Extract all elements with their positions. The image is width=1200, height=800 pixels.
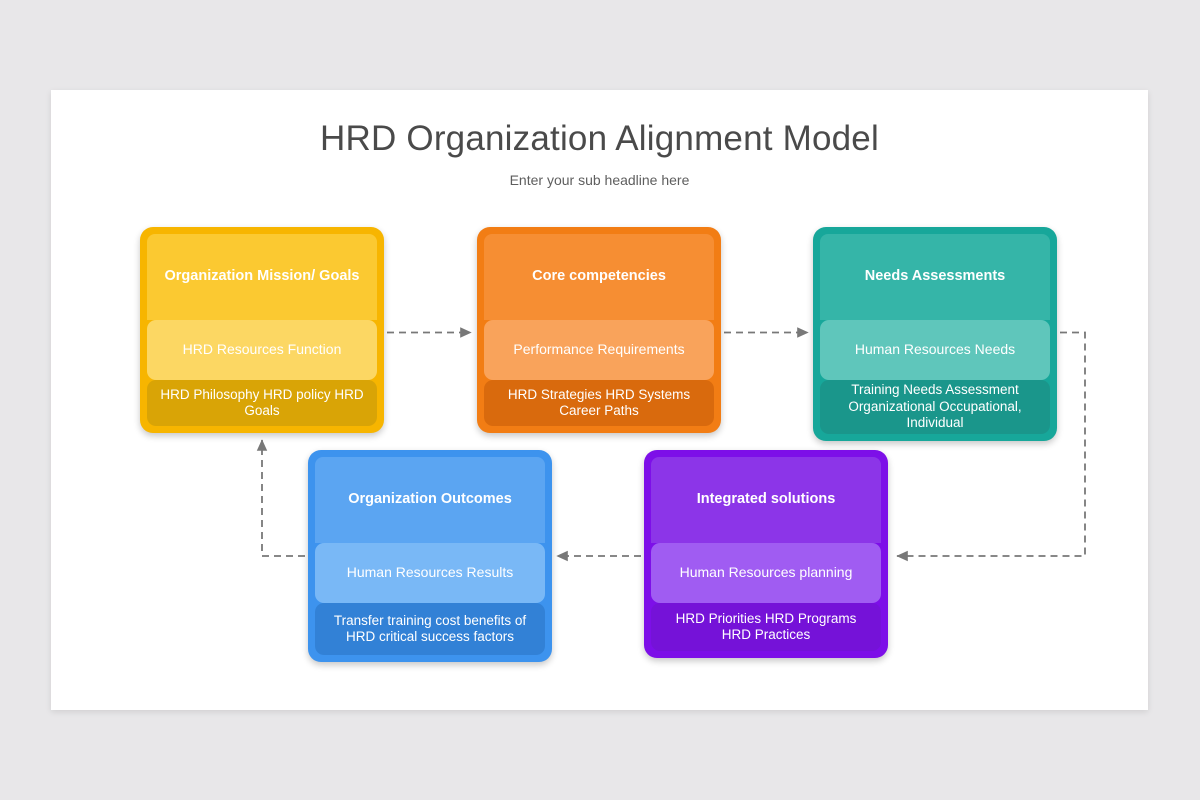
card-needs-assessments[interactable]: Needs Assessments Human Resources Needs … <box>813 227 1057 441</box>
card-organization-outcomes[interactable]: Organization Outcomes Human Resources Re… <box>308 450 552 662</box>
card-header-organization-mission: Organization Mission/ Goals <box>147 234 377 320</box>
slide-canvas: HRD Organization Alignment Model Enter y… <box>51 90 1148 710</box>
page-title: HRD Organization Alignment Model <box>320 119 879 158</box>
card-integrated-solutions[interactable]: Integrated solutions Human Resources pla… <box>644 450 888 658</box>
card-header-core-competencies: Core competencies <box>484 234 714 320</box>
card-inner: Organization Outcomes Human Resources Re… <box>315 457 545 655</box>
card-bottom-organization-outcomes[interactable]: Transfer training cost benefits of HRD c… <box>315 603 545 655</box>
card-organization-mission[interactable]: Organization Mission/ Goals HRD Resource… <box>140 227 384 433</box>
card-core-competencies[interactable]: Core competencies Performance Requiremen… <box>477 227 721 433</box>
card-bottom-needs-assessments[interactable]: Training Needs Assessment Organizational… <box>820 380 1050 434</box>
card-bottom-core-competencies[interactable]: HRD Strategies HRD Systems Career Paths <box>484 380 714 426</box>
card-middle-integrated-solutions[interactable]: Human Resources planning <box>651 543 881 603</box>
card-inner: Core competencies Performance Requiremen… <box>484 234 714 426</box>
card-bottom-organization-mission[interactable]: HRD Philosophy HRD policy HRD Goals <box>147 380 377 426</box>
page-subtitle: Enter your sub headline here <box>509 172 690 188</box>
card-inner: Integrated solutions Human Resources pla… <box>651 457 881 651</box>
card-middle-core-competencies[interactable]: Performance Requirements <box>484 320 714 380</box>
card-middle-organization-outcomes[interactable]: Human Resources Results <box>315 543 545 603</box>
card-middle-organization-mission[interactable]: HRD Resources Function <box>147 320 377 380</box>
card-middle-needs-assessments[interactable]: Human Resources Needs <box>820 320 1050 380</box>
card-bottom-integrated-solutions[interactable]: HRD Priorities HRD Programs HRD Practice… <box>651 603 881 651</box>
card-header-organization-outcomes: Organization Outcomes <box>315 457 545 543</box>
card-inner: Organization Mission/ Goals HRD Resource… <box>147 234 377 426</box>
card-inner: Needs Assessments Human Resources Needs … <box>820 234 1050 434</box>
card-header-needs-assessments: Needs Assessments <box>820 234 1050 320</box>
connector-outcomes-to-mission <box>256 439 305 557</box>
card-header-integrated-solutions: Integrated solutions <box>651 457 881 543</box>
